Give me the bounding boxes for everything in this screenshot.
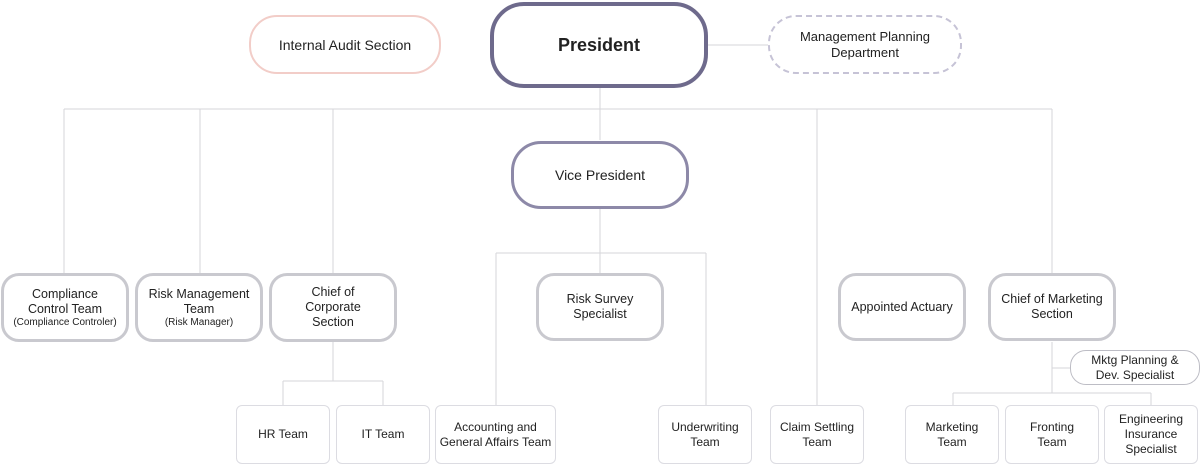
mktg-planning-specialist-box: Mktg Planning & Dev. Specialist xyxy=(1070,350,1200,385)
compliance-control-team-box: Compliance Control Team (Compliance Cont… xyxy=(1,273,129,342)
president-label: President xyxy=(557,34,641,55)
claim-line-1: Claim Settling xyxy=(779,419,855,434)
chief-corporate-line-3: Section xyxy=(312,315,354,329)
mgmt-planning-line-2: Department xyxy=(831,44,899,60)
risk-survey-line-1: Risk Survey xyxy=(566,292,634,306)
claim-settling-team-box: Claim Settling Team xyxy=(770,405,864,464)
accounting-general-affairs-team-box: Accounting and General Affairs Team xyxy=(435,405,556,464)
compliance-line-2: Control Team xyxy=(27,301,103,316)
risk-mgmt-line-1: Risk Management xyxy=(148,286,250,301)
chief-marketing-line-1: Chief of Marketing xyxy=(1001,292,1103,306)
management-planning-box: Management Planning Department xyxy=(768,15,962,74)
accounting-line-1: Accounting and xyxy=(454,419,537,434)
fronting-team-box: Fronting Team xyxy=(1005,405,1099,464)
mgmt-planning-line-1: Management Planning xyxy=(799,28,931,44)
engineering-line-2: Insurance xyxy=(1124,427,1178,441)
appointed-actuary-label: Appointed Actuary xyxy=(851,299,953,314)
underwriting-line-2: Team xyxy=(690,434,720,449)
appointed-actuary-box: Appointed Actuary xyxy=(838,273,966,341)
internal-audit-label: Internal Audit Section xyxy=(278,36,412,53)
chief-marketing-line-2: Section xyxy=(1031,307,1073,321)
accounting-line-2: General Affairs Team xyxy=(439,434,552,449)
fronting-line-2: Team xyxy=(1037,434,1067,449)
risk-survey-line-2: Specialist xyxy=(573,307,627,321)
marketing-team-box: Marketing Team xyxy=(905,405,999,464)
mktg-planning-line-2: Dev. Specialist xyxy=(1095,367,1175,382)
risk-mgmt-line-2: Team xyxy=(183,301,215,316)
chief-corporate-section-box: Chief of Corporate Section xyxy=(269,273,397,342)
fronting-line-1: Fronting xyxy=(1029,419,1075,434)
marketing-line-2: Team xyxy=(937,434,967,449)
vice-president-box: Vice President xyxy=(511,141,689,209)
chief-corporate-line-1: Chief of xyxy=(311,285,355,299)
underwriting-line-1: Underwriting xyxy=(671,419,739,434)
president-box: President xyxy=(490,2,708,88)
vice-president-label: Vice President xyxy=(554,167,645,183)
mktg-planning-line-1: Mktg Planning & xyxy=(1091,352,1179,367)
compliance-line-1: Compliance xyxy=(31,286,98,301)
compliance-sub: (Compliance Controler) xyxy=(13,316,117,328)
marketing-line-1: Marketing xyxy=(925,419,979,434)
chief-corporate-line-2: Corporate xyxy=(305,300,361,314)
risk-mgmt-sub: (Risk Manager) xyxy=(164,316,234,328)
risk-management-team-box: Risk Management Team (Risk Manager) xyxy=(135,273,263,342)
hr-team-box: HR Team xyxy=(236,405,330,464)
claim-line-2: Team xyxy=(802,434,832,449)
hr-team-label: HR Team xyxy=(258,427,308,441)
chief-marketing-section-box: Chief of Marketing Section xyxy=(988,273,1116,341)
underwriting-team-box: Underwriting Team xyxy=(658,405,752,464)
it-team-box: IT Team xyxy=(336,405,430,464)
risk-survey-specialist-box: Risk Survey Specialist xyxy=(536,273,664,341)
engineering-line-1: Engineering xyxy=(1118,412,1184,426)
it-team-label: IT Team xyxy=(361,427,405,441)
engineering-line-3: Specialist xyxy=(1125,442,1177,456)
internal-audit-section-box: Internal Audit Section xyxy=(249,15,441,74)
engineering-insurance-specialist-box: Engineering Insurance Specialist xyxy=(1104,405,1198,464)
